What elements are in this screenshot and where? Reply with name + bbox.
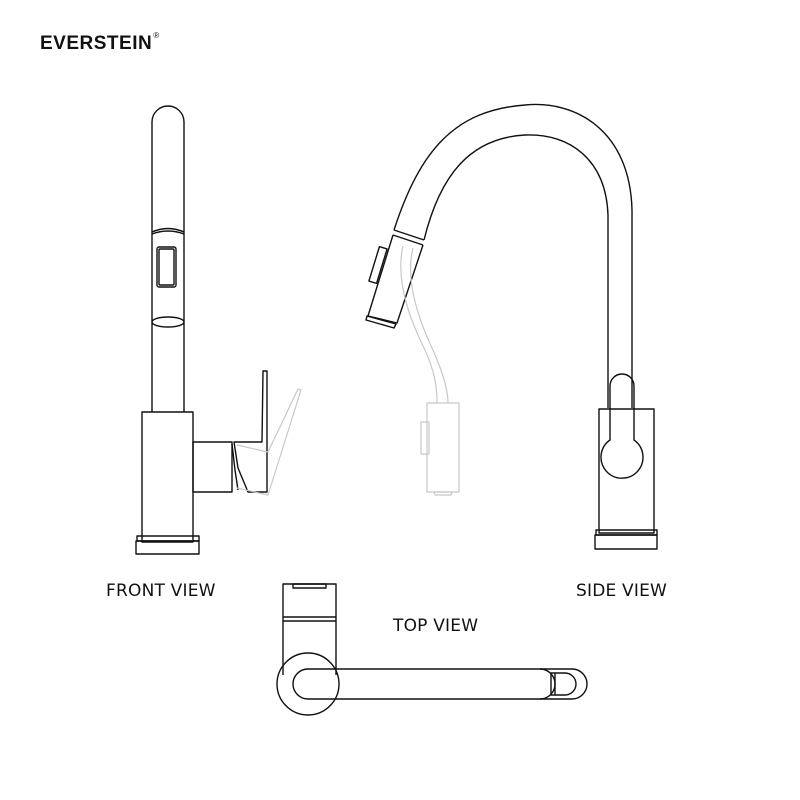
front-view-drawing <box>135 105 268 555</box>
brand-name: EVERSTEIN <box>40 33 153 54</box>
front-view-ghost-lever <box>236 388 302 496</box>
top-view-label: TOP VIEW <box>393 616 479 636</box>
side-view-ghost-spray <box>400 245 460 496</box>
front-view-label: FRONT VIEW <box>106 581 216 601</box>
brand-logo: EVERSTEIN® <box>40 31 160 55</box>
side-view-label: SIDE VIEW <box>576 581 668 601</box>
registered-mark: ® <box>153 31 160 40</box>
top-view-drawing <box>276 583 588 716</box>
side-view-drawing <box>365 103 658 550</box>
